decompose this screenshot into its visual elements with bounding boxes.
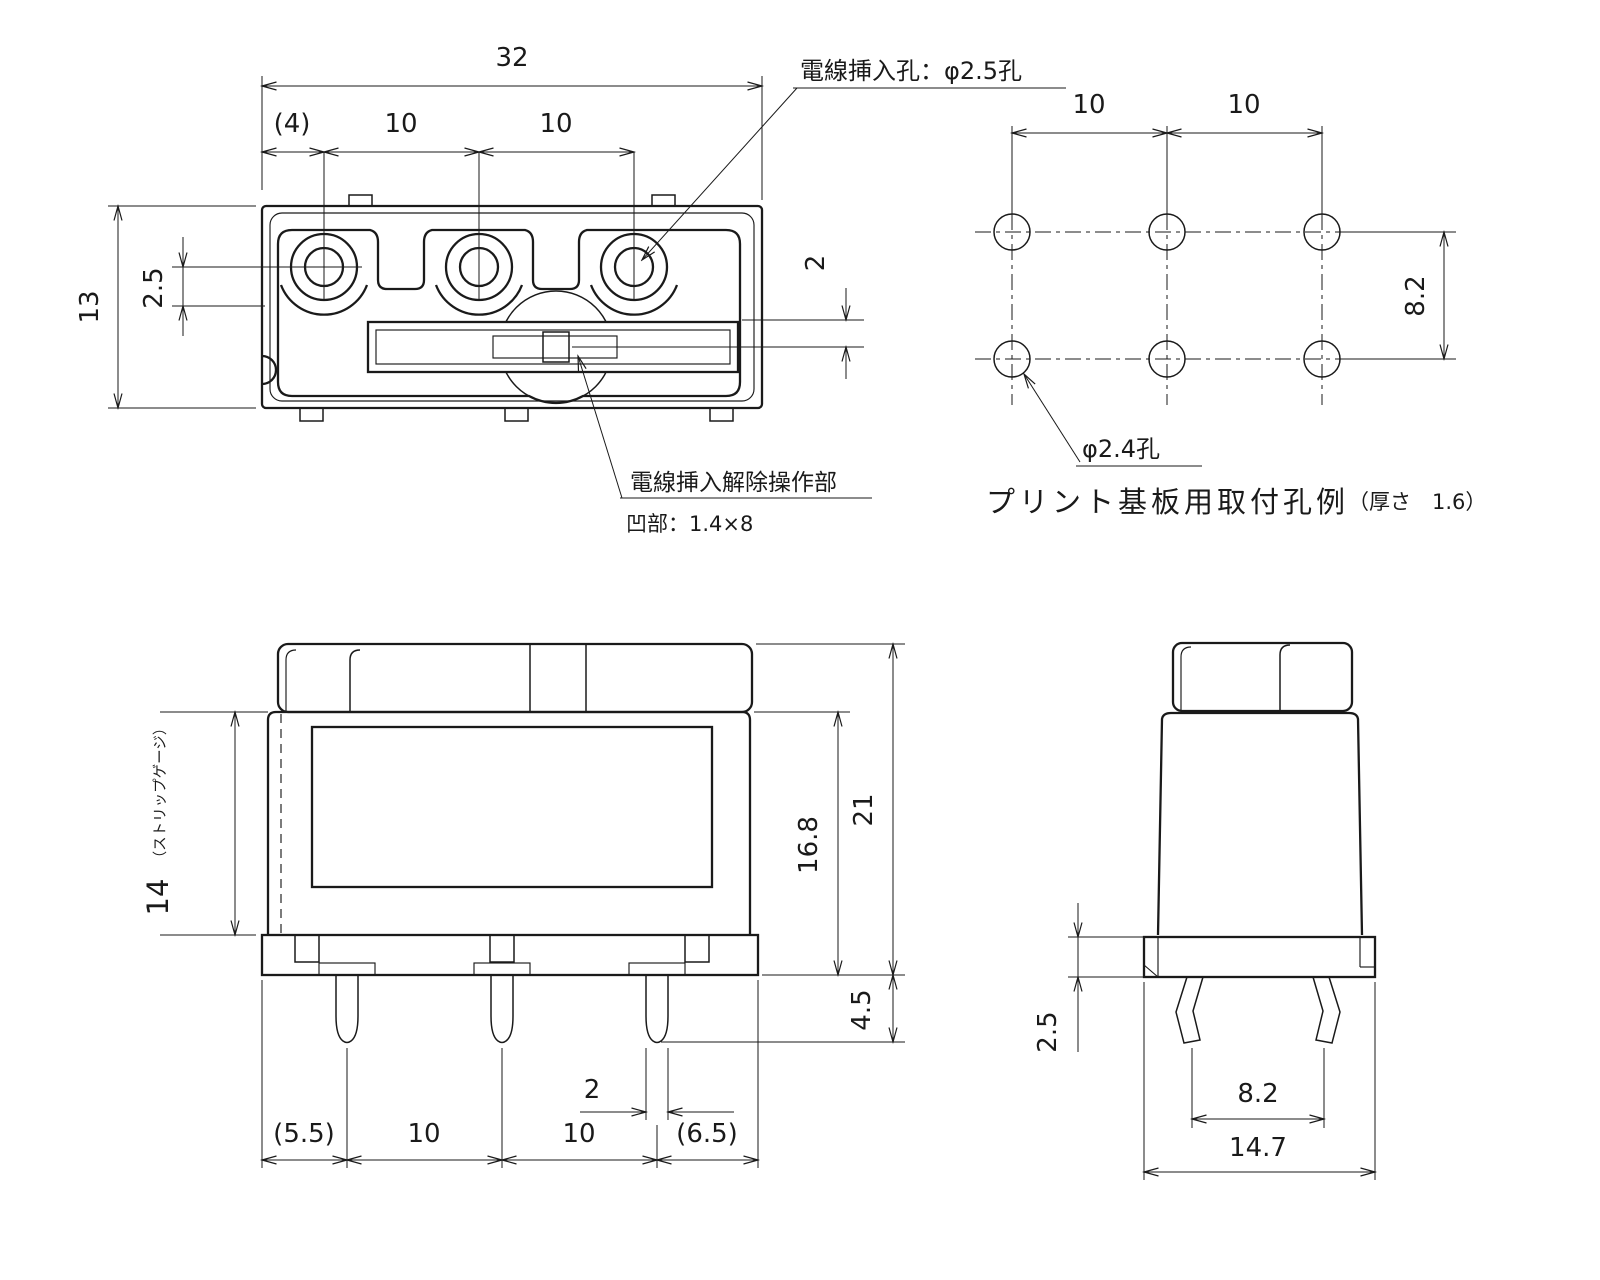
dim-plan-overall-width: 32 bbox=[495, 43, 528, 73]
dim-front-strip-gauge-note: （ストリップゲージ） bbox=[152, 721, 169, 866]
side-part-outline bbox=[1142, 641, 1377, 1044]
plan-hole-pocket bbox=[434, 284, 524, 316]
front-pin bbox=[645, 975, 669, 1044]
plan-dimensions: 32 (4) 10 10 13 2.5 2 bbox=[75, 43, 864, 408]
side-pin bbox=[1175, 976, 1204, 1044]
front-cap bbox=[276, 642, 754, 714]
side-view: 2.5 8.2 14.7 bbox=[1033, 641, 1377, 1180]
dim-plan-left-offset: (4) bbox=[274, 109, 311, 139]
side-dimensions: 2.5 8.2 14.7 bbox=[1033, 903, 1375, 1180]
dim-front-pin-length: 4.5 bbox=[847, 989, 877, 1030]
plan-callouts: 電線挿入孔：φ2.5孔 電線挿入解除操作部 凹部：1.4×8 bbox=[578, 57, 1066, 536]
plan-top-tab bbox=[348, 194, 373, 207]
plan-part-outline bbox=[260, 194, 764, 422]
dim-front-pin-width: 2 bbox=[584, 1075, 601, 1105]
plan-scallop-contour bbox=[276, 228, 742, 405]
plan-release-button bbox=[542, 331, 570, 363]
label-release: 電線挿入解除操作部 bbox=[630, 470, 837, 496]
dim-side-depth: 14.7 bbox=[1229, 1133, 1287, 1163]
pcb-hole-leader bbox=[1024, 374, 1081, 463]
pcb-hole-pattern-view: 10 10 8.2 φ2.4孔 プリント基板用取付孔例 （厚さ 1.6） bbox=[975, 90, 1486, 519]
dim-plan-pitch-a: 10 bbox=[384, 109, 417, 139]
front-dimensions: 14 （ストリップゲージ） 16.8 21 4.5 2 bbox=[141, 644, 905, 1168]
side-cap bbox=[1171, 641, 1354, 713]
side-flange bbox=[1142, 935, 1377, 979]
side-pin bbox=[1312, 976, 1341, 1044]
dim-front-right-margin: (6.5) bbox=[676, 1119, 738, 1149]
pcb-holes bbox=[993, 213, 1341, 378]
dim-pcb-pitch-b: 10 bbox=[1227, 90, 1260, 120]
plan-hole-pocket bbox=[589, 284, 679, 316]
release-leader bbox=[578, 356, 623, 499]
wire-hole-leader bbox=[642, 87, 798, 260]
dim-plan-pitch-b: 10 bbox=[539, 109, 572, 139]
dim-side-flange-height: 2.5 bbox=[1033, 1011, 1063, 1052]
dim-front-pitch-a: 10 bbox=[407, 1119, 440, 1149]
pcb-dimensions: 10 10 8.2 bbox=[1012, 90, 1456, 359]
pcb-caption-note: （厚さ 1.6） bbox=[1348, 490, 1486, 514]
plan-bottom-tab bbox=[504, 407, 529, 422]
dim-pcb-row-pitch: 8.2 bbox=[1401, 275, 1431, 316]
plan-bottom-tab bbox=[299, 407, 324, 422]
plan-centerlines bbox=[172, 152, 635, 300]
side-body bbox=[1156, 711, 1364, 936]
front-pin bbox=[335, 975, 359, 1044]
label-pcb-hole: φ2.4孔 bbox=[1082, 435, 1160, 463]
plan-bottom-tab bbox=[709, 407, 734, 422]
front-pin bbox=[490, 975, 514, 1044]
top-plan-view: 32 (4) 10 10 13 2.5 2 bbox=[75, 43, 1066, 536]
front-body bbox=[266, 710, 752, 935]
dim-front-body-height: 16.8 bbox=[794, 816, 824, 874]
front-window bbox=[310, 725, 714, 889]
pcb-caption: プリント基板用取付孔例 bbox=[986, 485, 1349, 519]
label-recess: 凹部：1.4×8 bbox=[626, 512, 753, 536]
dim-front-strip-gauge: 14 bbox=[141, 879, 175, 916]
plan-edge-notch bbox=[261, 354, 278, 386]
pcb-centerlines bbox=[975, 126, 1352, 405]
dim-pcb-pitch-a: 10 bbox=[1072, 90, 1105, 120]
dim-front-left-margin: (5.5) bbox=[273, 1119, 335, 1149]
label-wire-hole: 電線挿入孔：φ2.5孔 bbox=[800, 57, 1022, 85]
dim-plan-height: 13 bbox=[75, 290, 105, 323]
dim-front-pitch-b: 10 bbox=[562, 1119, 595, 1149]
dim-plan-hole-center: 2.5 bbox=[139, 267, 169, 308]
dim-plan-slot-offset: 2 bbox=[801, 255, 831, 272]
front-part-outline bbox=[260, 642, 760, 1044]
dim-front-overall-height: 21 bbox=[849, 793, 879, 826]
front-flange bbox=[260, 933, 760, 977]
plan-hole-pocket bbox=[279, 284, 369, 316]
pcb-callouts: φ2.4孔 プリント基板用取付孔例 （厚さ 1.6） bbox=[986, 374, 1486, 519]
plan-top-tab bbox=[651, 194, 676, 207]
front-view: 14 （ストリップゲージ） 16.8 21 4.5 2 bbox=[141, 644, 905, 1168]
dim-side-pin-span: 8.2 bbox=[1237, 1079, 1278, 1109]
